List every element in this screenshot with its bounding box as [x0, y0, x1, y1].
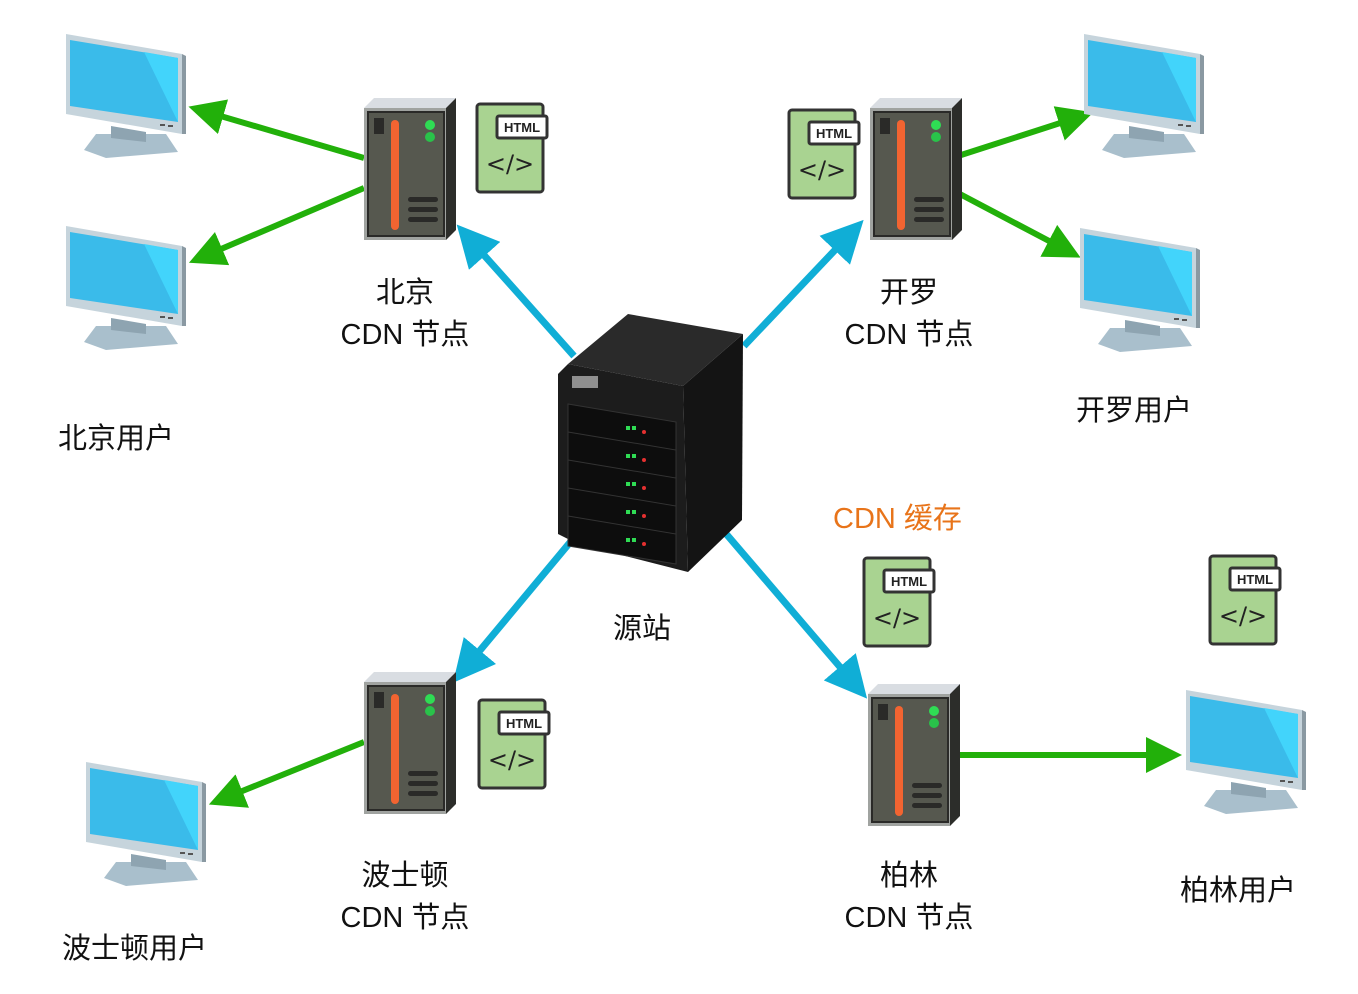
cdn-city-berlin: 柏林 [879, 860, 938, 892]
cdn-suffix-beijing: CDN 节点 [340, 319, 470, 351]
user-label-berlin: 柏林用户 [1180, 875, 1297, 907]
cdn-server-beijing-icon [363, 97, 457, 241]
edge-origin-cairo [741, 219, 864, 349]
edges-cdn-to-user [188, 99, 1182, 808]
monitor-berlin-icon [1186, 690, 1306, 814]
monitor-cairo-2-icon [1080, 228, 1200, 352]
cdn-city-beijing: 北京 [375, 277, 434, 309]
edge-beijing-user-2 [188, 185, 366, 266]
monitor-boston-icon [86, 762, 206, 886]
cdn-suffix-cairo: CDN 节点 [844, 319, 974, 351]
cdn-city-boston: 波士顿 [361, 860, 449, 892]
cdn-label-boston: 波士顿 CDN 节点 [305, 855, 505, 939]
cdn-label-cairo: 开罗 CDN 节点 [809, 272, 1009, 356]
cdn-suffix-berlin: CDN 节点 [844, 902, 974, 934]
user-label-beijing: 北京用户 [58, 423, 175, 455]
cdn-suffix-boston: CDN 节点 [340, 902, 470, 934]
origin-server-icon [558, 314, 743, 572]
monitor-cairo-1-icon [1084, 34, 1204, 158]
html-doc-boston-icon [477, 698, 551, 790]
cdn-label-beijing: 北京 CDN 节点 [305, 272, 505, 356]
cache-annotation: CDN 缓存 [833, 503, 962, 535]
user-label-boston: 波士顿用户 [62, 933, 208, 965]
edges-origin-to-cdn [453, 219, 868, 699]
cdn-server-cairo-icon [869, 97, 963, 241]
cdn-server-boston-icon [363, 671, 457, 815]
cdn-label-berlin: 柏林 CDN 节点 [809, 855, 1009, 939]
edge-origin-beijing [456, 224, 577, 359]
edge-cairo-user-2 [956, 190, 1081, 258]
html-doc-cache-icon [862, 556, 936, 648]
edge-beijing-user-1 [188, 99, 365, 161]
edge-boston-user [208, 739, 366, 808]
origin-label: 源站 [613, 613, 672, 645]
monitor-beijing-2-icon [66, 226, 186, 350]
edge-cairo-user-1 [957, 106, 1094, 159]
edge-origin-berlin [713, 519, 868, 699]
monitor-beijing-1-icon [66, 34, 186, 158]
html-doc-cairo-icon [787, 108, 861, 200]
html-doc-berlin-user-icon [1208, 554, 1282, 646]
user-label-cairo: 开罗用户 [1076, 395, 1193, 427]
cdn-city-cairo: 开罗 [879, 277, 938, 309]
html-doc-beijing-icon [475, 102, 549, 194]
edge-origin-boston [453, 537, 575, 683]
cdn-server-berlin-icon [867, 683, 961, 827]
